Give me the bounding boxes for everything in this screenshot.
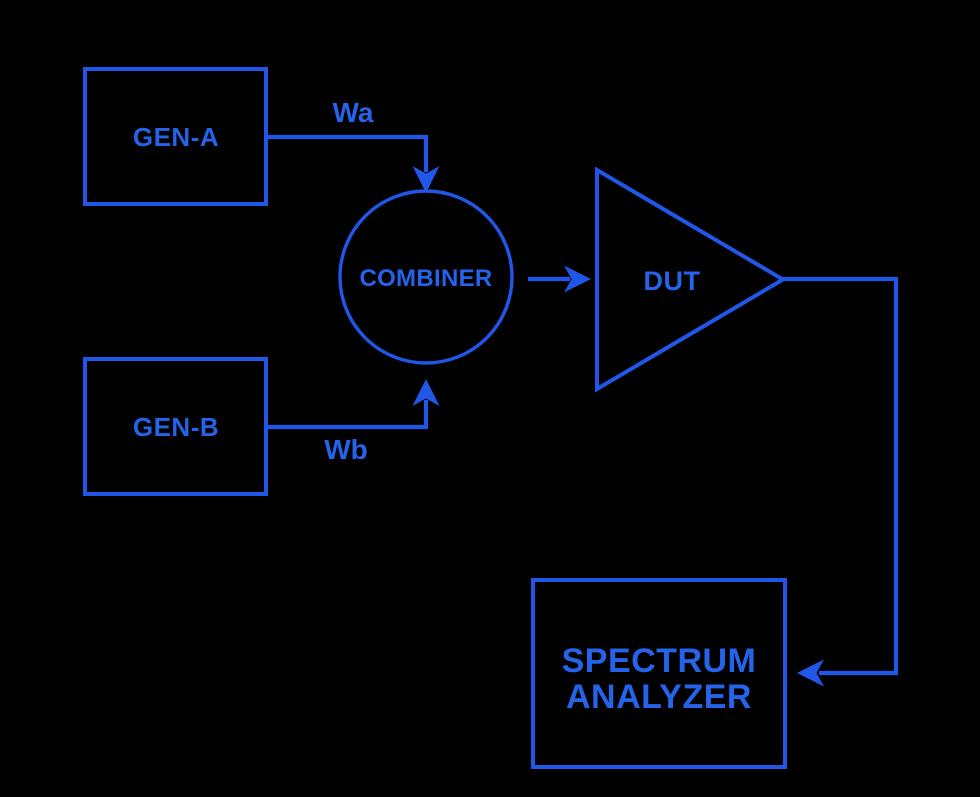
- node-combiner: COMBINER: [338, 189, 514, 365]
- edge-dut-to-spectrum-analyzer: [783, 276, 899, 687]
- wa-edge-label: Wa: [333, 97, 374, 128]
- dut-to-spectrum-analyzer-line: [783, 276, 899, 676]
- dut-label: DUT: [644, 266, 701, 296]
- arrow-up-icon: [412, 379, 440, 406]
- edge-gen-a-to-combiner: Wa: [267, 97, 440, 193]
- spectrum-analyzer-box: [531, 578, 787, 769]
- gen-b-to-combiner-line: [267, 400, 429, 430]
- dut-triangle: [595, 166, 787, 393]
- node-dut: DUT: [595, 166, 787, 393]
- node-gen-a: GEN-A: [83, 67, 268, 206]
- wb-edge-label: Wb: [324, 434, 368, 465]
- arrow-left-icon: [797, 659, 824, 687]
- node-gen-b: GEN-B: [83, 357, 268, 496]
- edge-gen-b-to-combiner: Wb: [267, 379, 440, 465]
- gen-a-label: GEN-A: [133, 122, 219, 152]
- spectrum-analyzer-label-line1: SPECTRUM: [562, 642, 757, 680]
- arrow-right-icon: [564, 265, 591, 293]
- gen-a-box: [83, 67, 268, 206]
- spectrum-analyzer-label-line2: ANALYZER: [566, 678, 752, 716]
- gen-b-box: [83, 357, 268, 496]
- gen-a-to-combiner-line: [267, 134, 429, 172]
- arrow-down-icon: [412, 166, 440, 193]
- node-spectrum-analyzer: SPECTRUM ANALYZER: [531, 578, 787, 769]
- combiner-label: COMBINER: [359, 265, 492, 292]
- gen-b-label: GEN-B: [133, 412, 219, 442]
- edge-combiner-to-dut: [528, 265, 591, 293]
